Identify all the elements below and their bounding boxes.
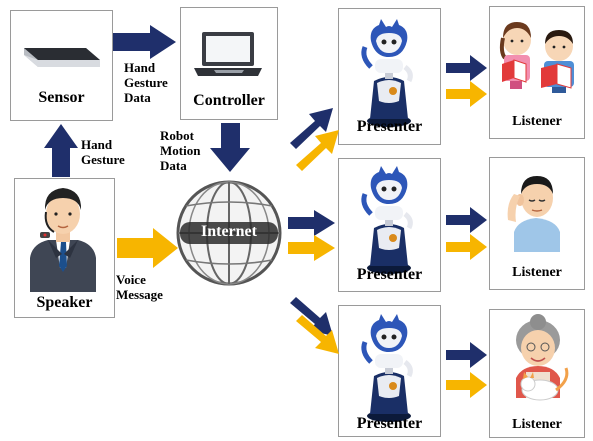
robot-icon	[364, 166, 411, 274]
arrow-internet-to-presenter2-voice	[288, 235, 335, 261]
arrow-internet-to-presenter1-data	[290, 108, 333, 149]
sensor-label: Sensor	[38, 89, 85, 106]
arrow-presenter1-to-listener1	[446, 55, 487, 81]
speaker-label: Speaker	[36, 294, 93, 311]
motion-sensor-icon	[24, 48, 100, 67]
listener-label-3: Listener	[512, 417, 562, 432]
arrow-presenter2-to-listener2	[446, 207, 487, 233]
laptop-icon	[194, 32, 262, 76]
arrow-controller-to-internet	[210, 123, 250, 172]
man-listening-icon	[507, 176, 560, 252]
arrow-presenter3-to-listener3-voice	[446, 372, 487, 398]
globe-icon	[176, 180, 282, 286]
businessman-headset-icon	[30, 188, 96, 292]
presenter-label-2: Presenter	[356, 266, 423, 283]
arrow-internet-to-presenter3-voice	[296, 315, 339, 354]
presenter-label-3: Presenter	[356, 415, 423, 432]
arrow-internet-to-presenter3-data	[290, 297, 333, 336]
data-arrows	[44, 25, 487, 368]
arrow-speaker-to-sensor	[44, 124, 78, 177]
arrow-internet-to-presenter2-data	[288, 210, 335, 236]
arrow-internet-to-presenter1-voice	[296, 130, 339, 171]
grandmother-cat-icon	[516, 314, 569, 401]
listener-label-1: Listener	[512, 114, 562, 129]
arrow-sensor-to-controller	[113, 25, 176, 59]
presenter-label-1: Presenter	[356, 118, 423, 135]
controller-label: Controller	[193, 92, 265, 109]
listener-label-2: Listener	[512, 265, 562, 280]
arrow-presenter3-to-listener3	[446, 342, 487, 368]
robot-icon	[364, 19, 411, 127]
hand-gesture-data-label: Hand Gesture Data	[124, 60, 168, 105]
arrow-speaker-to-internet	[117, 228, 178, 268]
internet-label: Internet	[201, 223, 257, 240]
voice-message-label: Voice Message	[116, 272, 163, 302]
voice-arrows	[117, 81, 487, 398]
arrow-presenter1-to-listener1-voice	[446, 81, 487, 107]
robot-motion-data-label: Robot Motion Data	[160, 128, 201, 173]
arrow-presenter2-to-listener2-voice	[446, 234, 487, 260]
robot-icon	[364, 314, 411, 422]
children-reading-icon	[499, 22, 574, 93]
hand-gesture-label: Hand Gesture	[81, 137, 125, 167]
